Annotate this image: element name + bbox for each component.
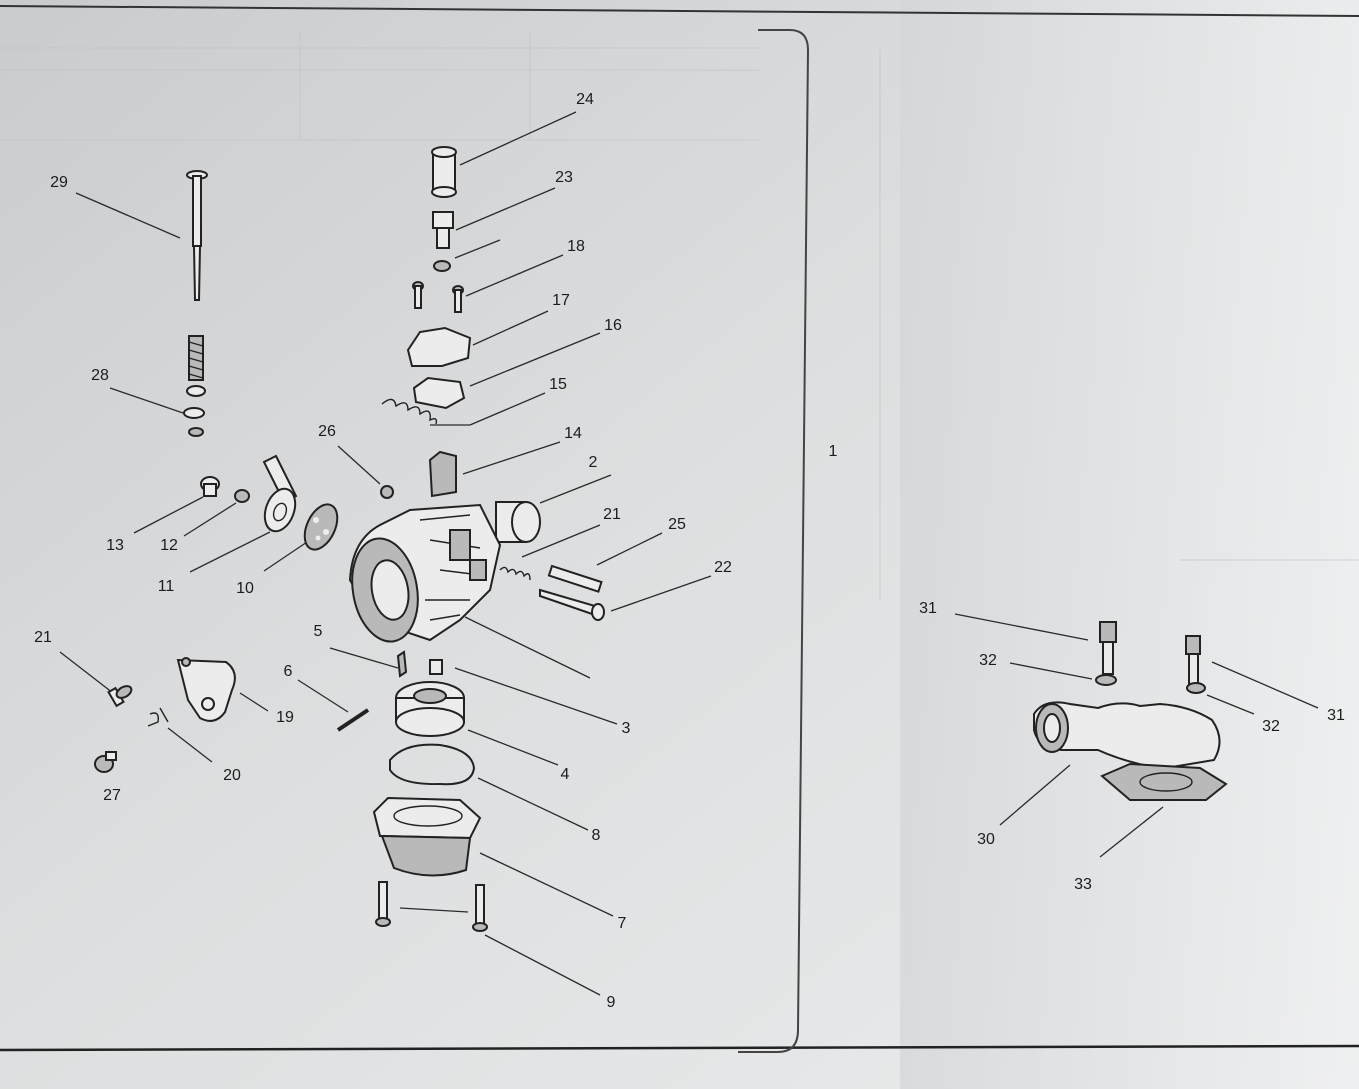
callout-32-left: 32 (979, 652, 997, 669)
callout-11: 11 (157, 578, 175, 595)
part-6-pin-icon (336, 708, 370, 732)
part-spring-icon (188, 335, 204, 381)
part-29-needle-icon (186, 170, 208, 301)
callout-1: 1 (828, 443, 838, 460)
part-26-ball-icon (380, 485, 394, 499)
callout-30: 30 (977, 831, 995, 848)
part-32-washer-left-icon (1095, 674, 1117, 686)
callout-21-right: 21 (603, 506, 621, 523)
part-16-gasket-icon (412, 376, 466, 410)
part-5-jet-icon (396, 650, 408, 678)
callout-16: 16 (604, 317, 622, 334)
callout-27: 27 (103, 787, 121, 804)
callout-23: 23 (555, 169, 573, 186)
part-27-screw-icon (94, 751, 117, 773)
callout-7: 7 (617, 915, 627, 932)
part-23-plug-icon (432, 211, 454, 249)
callout-18: 18 (567, 238, 585, 255)
part-8-gasket-icon (389, 743, 476, 786)
callout-9: 9 (606, 994, 616, 1011)
callout-33: 33 (1074, 876, 1092, 893)
frame-bracket (738, 29, 810, 1053)
callout-21-left: 21 (34, 629, 52, 646)
paper-right-glare (900, 0, 1359, 1089)
callout-3: 3 (621, 720, 631, 737)
part-28-orings-icon (183, 385, 206, 437)
part-11-lever-icon (262, 454, 298, 533)
callout-31-right: 31 (1327, 707, 1345, 724)
callout-10: 10 (236, 580, 254, 597)
part-2-roller-icon (495, 501, 541, 543)
part-3-jet-icon (429, 659, 443, 675)
part-9-screws-icon (375, 881, 488, 932)
callout-13: 13 (106, 537, 124, 554)
callout-19: 19 (276, 709, 294, 726)
callout-8: 8 (591, 827, 601, 844)
part-32-washer-right-icon (1186, 682, 1206, 694)
part-31-bolt-right-icon (1185, 635, 1201, 685)
part-18-screws-icon (412, 281, 464, 313)
part-24-cap-icon (431, 146, 457, 198)
callout-25: 25 (668, 516, 686, 533)
part-33-flange-gasket-icon (1100, 762, 1228, 801)
callout-20: 20 (223, 767, 241, 784)
part-19-hole-large (201, 697, 215, 711)
callout-29: 29 (50, 174, 68, 191)
callout-32-right: 32 (1262, 718, 1280, 735)
callout-31-left: 31 (919, 600, 937, 617)
callout-4: 4 (560, 766, 570, 783)
top-border-line (0, 5, 1359, 17)
part-7-bowl-icon (372, 796, 482, 877)
leader-lines (59, 111, 1319, 996)
callout-17: 17 (552, 292, 570, 309)
callout-28: 28 (91, 367, 109, 384)
part-14-slide-icon (428, 450, 457, 498)
part-21-screw-icon (107, 685, 133, 708)
part-13-screw-icon (200, 476, 220, 497)
part-17-cover-icon (406, 326, 472, 367)
part-main-body-icon (348, 503, 502, 643)
part-19-plate-icon (176, 658, 236, 722)
callout-6: 6 (283, 663, 293, 680)
part-small-washer-icon (433, 260, 451, 272)
bottom-border-line (0, 1044, 1359, 1052)
bleed-through-table (0, 30, 1359, 600)
part-30-elbow-icon (1033, 701, 1221, 770)
callout-26: 26 (318, 423, 336, 440)
part-15-spring-icon (381, 398, 438, 425)
callout-15: 15 (549, 376, 567, 393)
callout-22: 22 (714, 559, 732, 576)
part-4-float-icon (395, 681, 465, 737)
part-25-pin-icon (547, 564, 603, 593)
part-31-bolt-left-icon (1099, 621, 1117, 675)
callout-5: 5 (313, 623, 323, 640)
part-22-screw-icon (539, 588, 605, 621)
part-12-washer-icon (234, 489, 250, 503)
callout-12: 12 (160, 537, 178, 554)
callout-2: 2 (588, 454, 598, 471)
callout-14: 14 (564, 425, 582, 442)
callout-24: 24 (576, 91, 594, 108)
part-10-diaphragm-icon (303, 503, 339, 551)
part-21-spring-icon (499, 566, 531, 581)
part-20-clip-icon (147, 707, 169, 727)
part-19-hole (181, 657, 191, 667)
